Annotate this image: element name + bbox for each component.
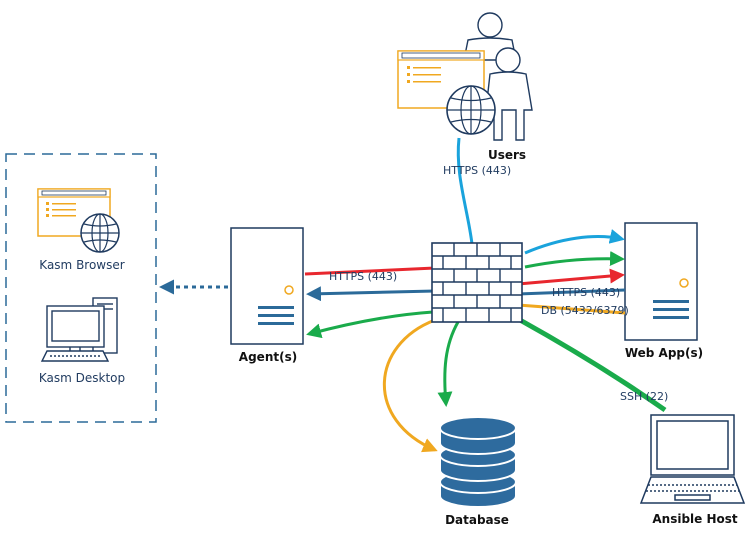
webapp-label: Web App(s) [625,346,703,360]
firewall-to-agent-green [306,310,434,339]
https-webapp-label: HTTPS (443) [552,286,620,299]
users-to-firewall-line [456,137,474,245]
firewall-to-database-orange [382,318,438,453]
browser-icon [37,188,120,253]
kasm-desktop-label: Kasm Desktop [39,371,125,385]
webapp-server-icon [624,222,698,341]
firewall-to-agent-navy [306,286,436,302]
kasm-workspace-box [5,153,157,423]
firewall-to-database-green [437,321,460,407]
agents-label: Agent(s) [239,350,297,364]
https-agent-label: HTTPS (443) [329,270,397,283]
webapp-to-firewall-navy [517,288,626,296]
firewall-to-webapp-green [524,251,625,269]
firewall-to-ansible-green [518,317,667,413]
https-users-label: HTTPS (443) [443,164,511,177]
database-icon [439,416,517,508]
firewall-to-webapp-db [517,303,626,315]
firewall-icon [431,242,523,323]
laptop-icon [639,414,746,504]
agent-server-icon [230,227,304,345]
desktop-icon [40,297,118,362]
user-browser-icon [397,50,496,135]
users-label: Users [488,148,526,162]
ansible-label: Ansible Host [652,512,738,526]
firewall-to-webapp-blue [524,229,625,255]
firewall-to-webapp-red [517,268,625,286]
db-ports-label: DB (5432/6379) [541,304,629,317]
agent-to-firewall-red [304,266,436,276]
ssh-label: SSH (22) [620,390,668,403]
kasm-browser-label: Kasm Browser [39,258,124,272]
database-label: Database [445,513,509,527]
